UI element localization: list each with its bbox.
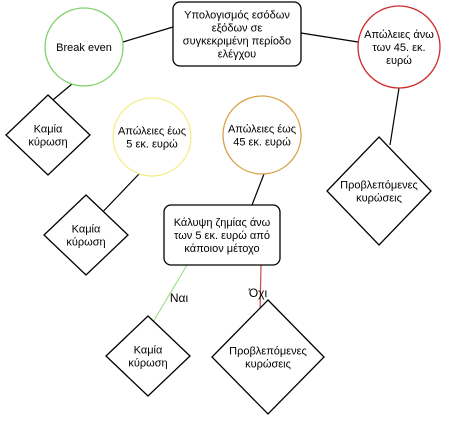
connector-root-break-even	[122, 26, 174, 43]
node-shape-diamond	[105, 315, 191, 397]
node-label-line: Κάλυψη ζημίας άνω	[174, 217, 271, 229]
node-label-line: Προβλεπόμενες	[340, 180, 418, 192]
node-label-line: Break even	[56, 42, 112, 54]
node-label-line: Καμία	[134, 345, 163, 357]
edge-labels-layer: Ναι Όχι	[170, 286, 268, 305]
node-shape-rounded-rect	[172, 1, 302, 67]
node-label-line: ελέγχου	[218, 49, 256, 61]
connector-loss-over-45-sanctions	[389, 87, 400, 146]
node-shape-diamond	[326, 136, 432, 246]
edge-label-coverage-no: Όχι	[248, 286, 268, 300]
node-label-line: Καμία	[72, 224, 101, 236]
node-shape-diamond	[43, 194, 129, 276]
node-shape-diamond	[5, 94, 91, 176]
node-label-line: κάποιον μέτοχο	[184, 243, 259, 255]
node-label-line: 45 εκ. ευρώ	[233, 137, 291, 149]
node-shape-circle	[222, 95, 302, 175]
node-label-line: ευρώ	[386, 55, 412, 67]
connector-loss-45-coverage	[251, 173, 265, 206]
node-label-line: των 45. εκ.	[372, 42, 425, 54]
edge-label-coverage-yes: Ναι	[170, 291, 189, 305]
connector-coverage-yes	[149, 264, 188, 328]
node-label-line: κύρωση	[28, 137, 67, 149]
node-shape-diamond	[211, 299, 325, 415]
node-label-line: Απώλειες άνω	[364, 29, 434, 41]
node-label-line: κυρώσεις	[356, 193, 402, 205]
connector-coverage-no	[259, 264, 262, 316]
connector-root-loss-over-45	[300, 32, 359, 43]
node-label-line: Υπολογισμός εσόδων	[184, 10, 290, 22]
node-label-line: Προβλεπόμενες	[229, 346, 307, 358]
node-label-line: εξόδων σε	[212, 23, 263, 35]
node-label-line: Απώλειες έως	[118, 126, 186, 138]
node-label-line: των 5 εκ. ευρώ από	[174, 230, 270, 242]
node-label-line: Καμία	[34, 124, 63, 136]
node-label-line: κύρωση	[66, 237, 105, 249]
node-shape-rounded-rect	[163, 204, 281, 266]
node-label-line: 5 εκ. ευρώ	[126, 139, 178, 151]
node-shape-circle	[357, 5, 441, 89]
node-shape-circle	[112, 97, 192, 177]
node-shape-circle	[44, 7, 124, 87]
node-label-line: κυρώσεις	[245, 359, 291, 371]
node-label-line: κύρωση	[128, 358, 167, 370]
node-break-even-circle[interactable]: Break even	[44, 7, 124, 87]
node-label-line: συγκεκριμένη περίοδο	[183, 36, 291, 48]
node-label-line: Απώλειες έως	[228, 124, 296, 136]
